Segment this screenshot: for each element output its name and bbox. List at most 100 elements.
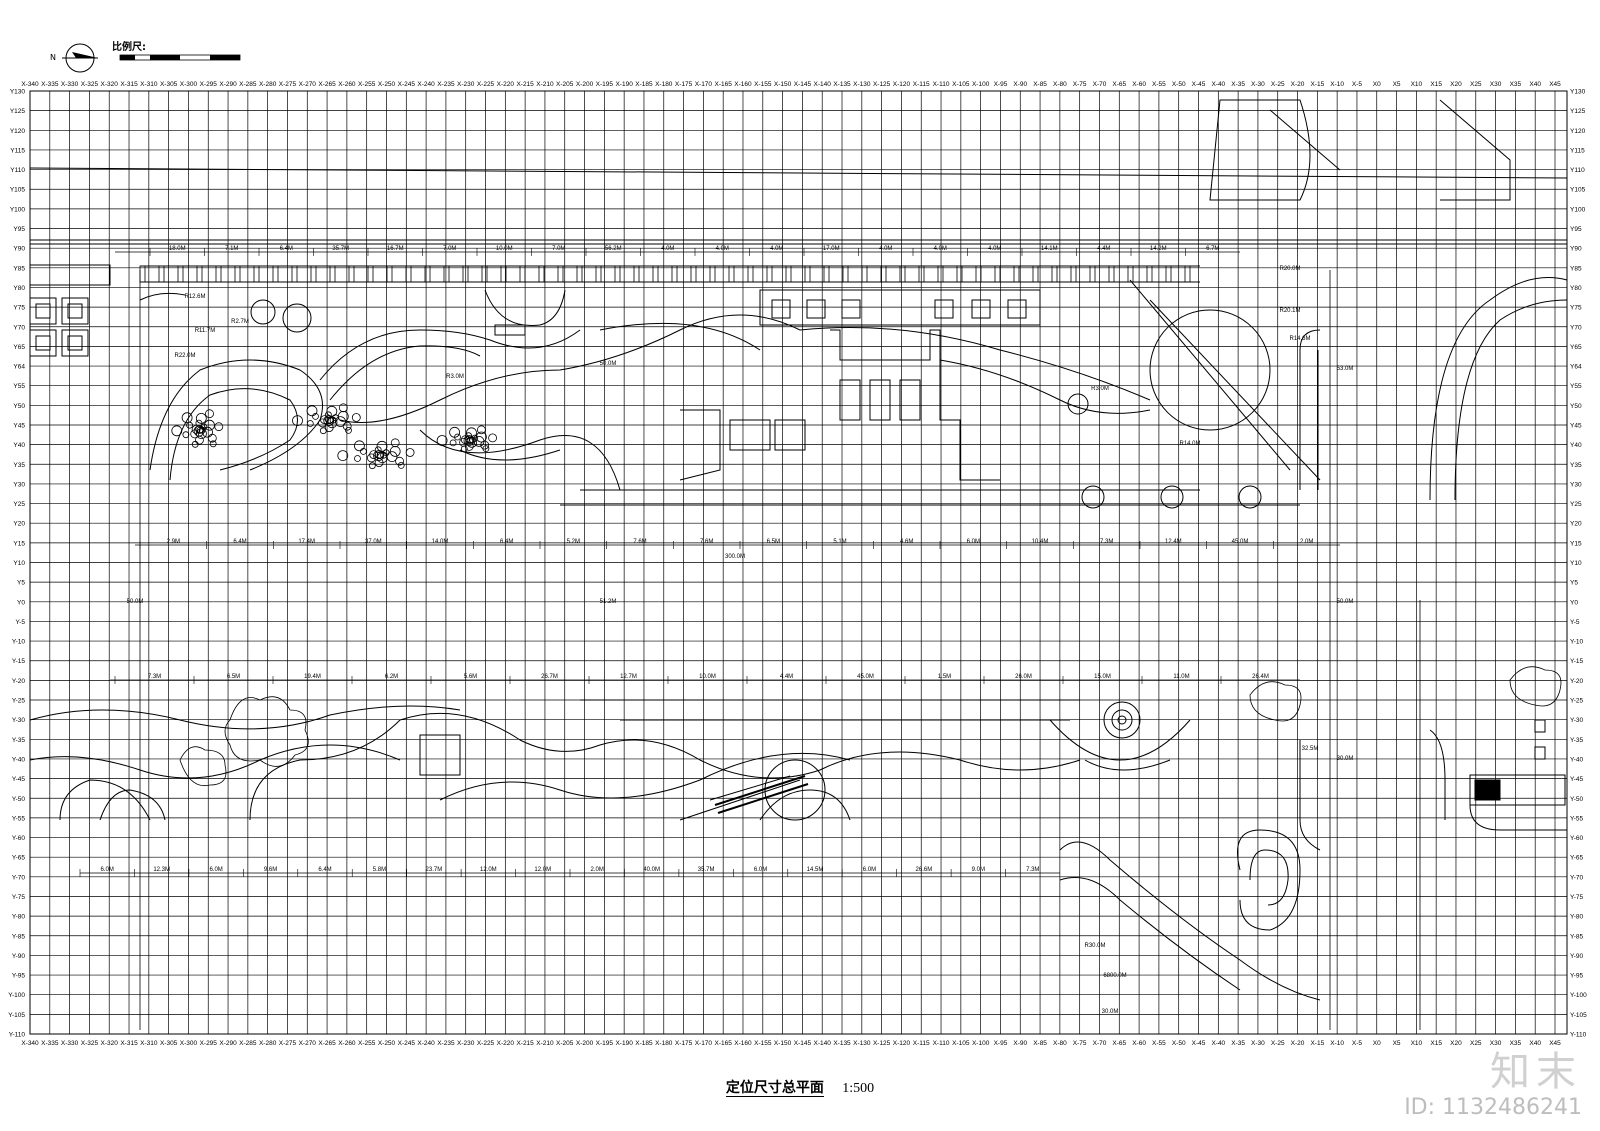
y-grid-label: Y35	[1570, 462, 1582, 469]
x-grid-label: X30	[1490, 1040, 1502, 1047]
y-grid-label: Y0	[17, 599, 25, 606]
fence-post	[728, 265, 735, 283]
dimension-label: 11.0M	[1173, 674, 1189, 680]
rock	[345, 426, 352, 434]
x-grid-label: X-120	[893, 1040, 911, 1047]
y-grid-label: Y20	[13, 521, 25, 528]
upper-park-paths	[29, 99, 1568, 509]
y-grid-label: Y90	[1570, 246, 1582, 253]
x-grid-label: X-100	[972, 1040, 990, 1047]
rock	[488, 433, 498, 443]
x-grid-label: X40	[1529, 1040, 1541, 1047]
x-grid-label: X-305	[160, 1040, 178, 1047]
x-grid-label: X-180	[655, 1040, 673, 1047]
x-grid-label: X-340	[21, 81, 39, 88]
fence-post	[1165, 265, 1172, 283]
x-grid-label: X-205	[556, 1040, 574, 1047]
x-grid-label: X-15	[1310, 1040, 1324, 1047]
x-grid-label: X-245	[398, 81, 416, 88]
radius-labels: R12.6MR11.7MR2.7MR22.0MR3.0MR14.0MR20.0M…	[174, 266, 1310, 949]
x-grid-label: X-135	[833, 81, 851, 88]
dimension-label: 6.0M	[967, 539, 980, 545]
dimension-label: 6.4M	[280, 246, 293, 252]
rock	[373, 450, 385, 462]
rock	[198, 426, 206, 434]
y-grid-label: Y100	[1570, 206, 1586, 213]
x-grid-label: X-55	[1152, 81, 1166, 88]
rock	[338, 403, 348, 413]
x-grid-label: X-215	[516, 81, 534, 88]
x-grid-label: X-185	[635, 81, 653, 88]
x-grid-label: X-50	[1172, 81, 1186, 88]
x-grid-label: X-225	[477, 81, 495, 88]
fence-post	[481, 265, 488, 283]
y-grid-label: Y-15	[12, 658, 26, 665]
y-grid-label: Y-25	[12, 698, 26, 705]
x-grid-label: X-30	[1251, 81, 1265, 88]
dimension-label: 9.0M	[972, 867, 985, 873]
x-grid-label: X-330	[61, 1040, 79, 1047]
y-grid-label: Y-30	[1570, 717, 1584, 724]
x-grid-label: X-85	[1033, 81, 1047, 88]
radius-label: R11.7M	[195, 328, 216, 334]
x-grid-label: X-300	[180, 81, 198, 88]
fence-post	[671, 265, 678, 283]
fence-post	[234, 265, 241, 283]
y-grid-label: Y-25	[1570, 698, 1584, 705]
dimension-label: 40.0M	[643, 867, 660, 873]
dimension-label: 4.0M	[716, 246, 729, 252]
x-grid-label: X-225	[477, 1040, 495, 1047]
x-grid-label: X-175	[675, 1040, 693, 1047]
x-grid-label: X-130	[853, 1040, 871, 1047]
dimension-label: 17.0M	[823, 246, 840, 252]
x-grid-label: X-220	[497, 81, 515, 88]
dimension-note: 6800.0M	[1103, 973, 1126, 979]
x-grid-label: X-40	[1211, 1040, 1225, 1047]
x-grid-label: X-330	[61, 81, 79, 88]
rock	[374, 458, 384, 468]
rock	[390, 438, 400, 448]
fence-post	[1184, 265, 1191, 283]
x-grid-label: X-80	[1053, 81, 1067, 88]
fence-post	[994, 265, 1001, 283]
fence-post	[975, 265, 982, 283]
x-grid-label: X-80	[1053, 1040, 1067, 1047]
fence-post	[614, 265, 621, 283]
y-grid-label: Y-70	[1570, 874, 1584, 881]
dimension-label: 7.3M	[148, 674, 161, 680]
rock	[214, 422, 224, 432]
fence-row	[139, 265, 1191, 283]
x-grid-label: X-240	[417, 1040, 435, 1047]
y-grid-label: Y-95	[1570, 973, 1584, 980]
y-grid-label: Y30	[13, 481, 25, 488]
dimension-label: 45.0M	[1232, 539, 1249, 545]
x-grid-label: X-310	[140, 1040, 158, 1047]
y-grid-label: Y-75	[1570, 894, 1584, 901]
x-grid-label: X-20	[1291, 1040, 1305, 1047]
rock	[292, 415, 303, 427]
y-grid-label: Y-50	[12, 796, 26, 803]
y-grid-label: Y95	[1570, 226, 1582, 233]
dimension-label: 12.7M	[620, 674, 637, 680]
y-grid-label: Y-40	[12, 756, 26, 763]
rock	[329, 416, 337, 424]
x-grid-label: X-160	[734, 81, 752, 88]
x-grid-label: X-320	[101, 81, 119, 88]
dimension-label: 14.5M	[807, 867, 824, 873]
rock	[200, 423, 208, 431]
dimension-label: 7.3M	[1026, 867, 1039, 873]
scale-bar-label: 比例尺:	[112, 42, 146, 53]
fence-post	[937, 265, 944, 283]
fence-post	[557, 265, 564, 283]
dimension-label: 14.2M	[1150, 246, 1167, 252]
fence-post	[595, 265, 602, 283]
fence-post	[1013, 265, 1020, 283]
vertical-dimension-label: 50.0M	[127, 599, 144, 605]
dimension-label: 2.0M	[1300, 539, 1313, 545]
x-grid-label: X-95	[994, 1040, 1008, 1047]
dimension-label: 12.0M	[534, 867, 551, 873]
x-grid-label: X-275	[279, 1040, 297, 1047]
fence-post	[842, 265, 849, 283]
radius-label: R20.0M	[1279, 266, 1300, 272]
